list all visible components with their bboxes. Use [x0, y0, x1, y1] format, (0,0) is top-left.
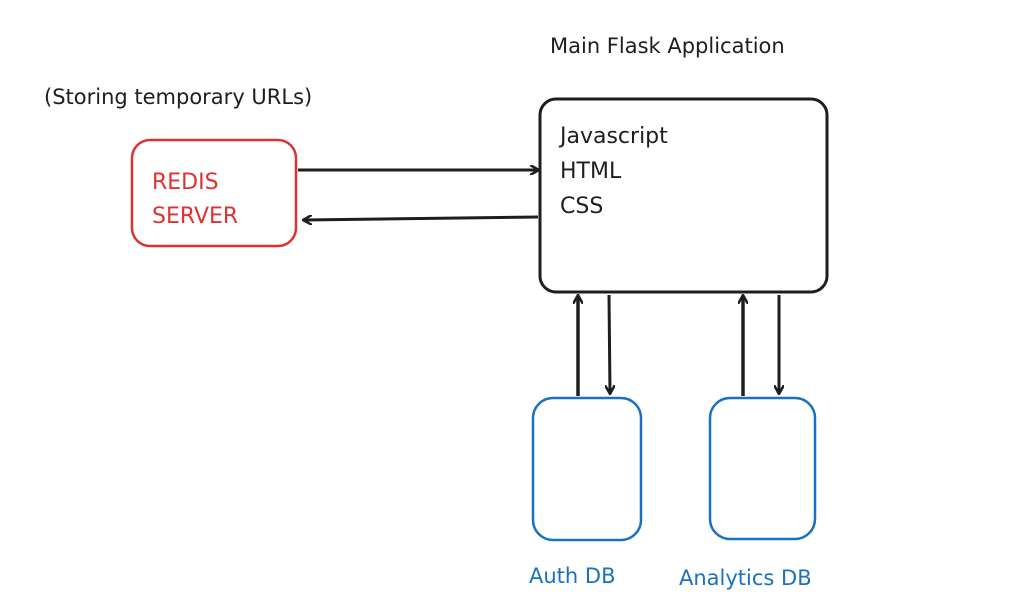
- redis-label-line-2: SERVER: [152, 204, 239, 229]
- redis-note: (Storing temporary URLs): [44, 85, 313, 109]
- main-app-tech-javascript: Javascript: [560, 124, 668, 149]
- redis-server-box: [130, 138, 298, 248]
- main-app-title: Main Flask Application: [550, 34, 785, 58]
- main-app-tech-css: CSS: [560, 194, 604, 219]
- redis-label-line-1: REDIS: [152, 170, 219, 195]
- arrow-app-to-authdb: [609, 294, 610, 393]
- arrow-app-to-redis: [304, 217, 539, 220]
- main-app-box: [538, 97, 829, 294]
- auth-db-box: [531, 396, 643, 542]
- auth-db-label: Auth DB: [529, 564, 616, 588]
- analytics-db-label: Analytics DB: [679, 566, 812, 590]
- analytics-db-box: [708, 396, 817, 541]
- main-app-tech-html: HTML: [560, 159, 622, 184]
